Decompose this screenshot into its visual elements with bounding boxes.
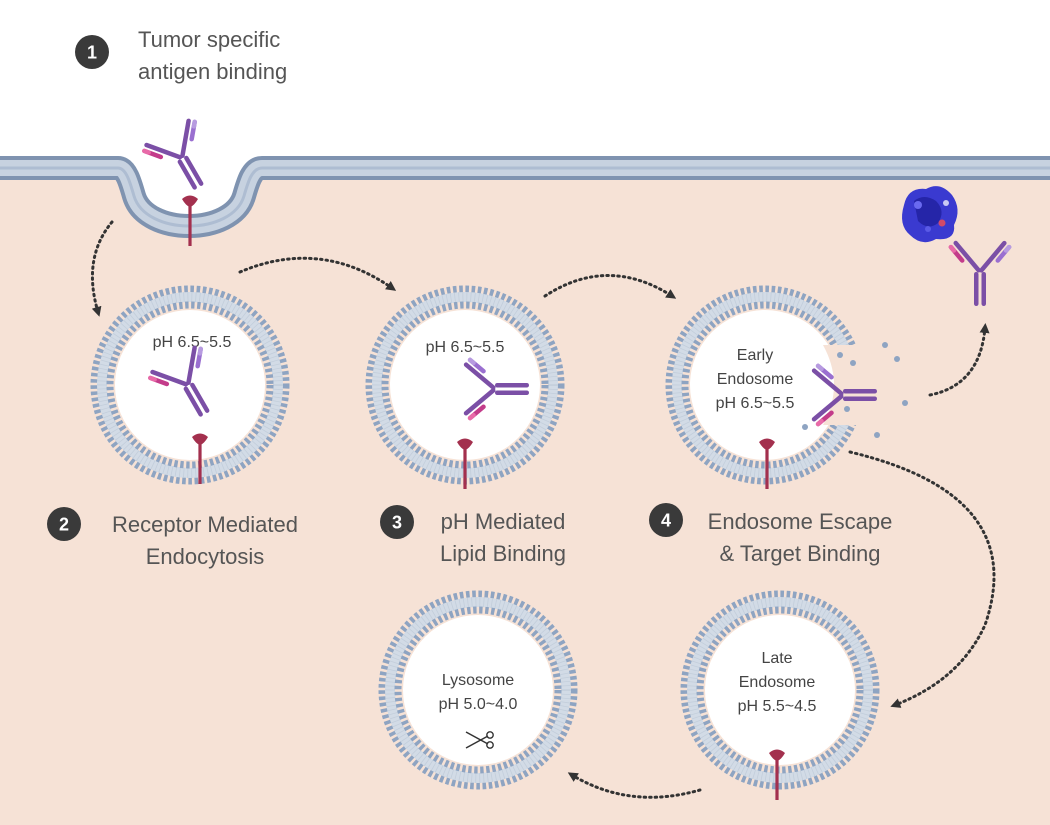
step-4: 4 Endosome Escape & Target Binding — [649, 503, 892, 566]
target-binding — [902, 186, 1013, 306]
step-number: 4 — [661, 511, 671, 531]
step-title-line2: Endocytosis — [146, 544, 265, 569]
target-protein-icon — [902, 186, 958, 243]
arrow-to-lysosome — [567, 772, 702, 799]
arrow-to-target — [928, 323, 990, 397]
step-number-badge — [47, 507, 81, 541]
vesicle-label-line2: Endosome — [739, 674, 816, 691]
step-number-badge — [75, 35, 109, 69]
vesicle-ph-label: pH 5.5~4.5 — [738, 698, 817, 715]
pathway-arrows — [91, 220, 996, 799]
step-title-line1: Receptor Mediated — [112, 512, 298, 537]
step-title-line1: Endosome Escape — [708, 509, 893, 534]
vesicle-label-line1: Late — [761, 650, 792, 667]
arrow-endocytosis — [91, 220, 114, 317]
step-1: 1 Tumor specific antigen binding — [75, 27, 287, 84]
vesicle-receptor-endocytosis: pH 6.5~5.5 — [94, 289, 286, 484]
step-title-line2: antigen binding — [138, 59, 287, 84]
vesicle-label-line2: Endosome — [717, 371, 794, 388]
vesicle-lysosome: Lysosome pH 5.0~4.0 — [382, 594, 574, 786]
step-number-badge — [649, 503, 683, 537]
vesicle-early-endosome: Early Endosome pH 6.5~5.5 — [669, 289, 908, 489]
vesicle-lipid-binding: pH 6.5~5.5 — [369, 289, 561, 489]
vesicle-ph-label: pH 6.5~5.5 — [716, 395, 795, 412]
step-title-line2: & Target Binding — [719, 541, 880, 566]
step-number-badge — [380, 505, 414, 539]
scissors-icon — [465, 731, 494, 749]
step-2: 2 Receptor Mediated Endocytosis — [47, 507, 298, 569]
step-title-line2: Lipid Binding — [440, 541, 566, 566]
arrow-to-early-endosome — [543, 274, 677, 299]
vesicle-ph-label: pH 6.5~5.5 — [153, 334, 232, 351]
step-3: 3 pH Mediated Lipid Binding — [380, 505, 566, 566]
step-title-line1: pH Mediated — [441, 509, 566, 534]
step-title-line1: Tumor specific — [138, 27, 280, 52]
vesicle-ph-label: pH 6.5~5.5 — [426, 339, 505, 356]
membrane-disruption — [823, 345, 873, 425]
vesicle-late-endosome: Late Endosome pH 5.5~4.5 — [684, 594, 876, 800]
vesicle-ph-label: pH 5.0~4.0 — [439, 696, 518, 713]
vesicle-label-line1: Lysosome — [442, 672, 514, 689]
step-number: 1 — [87, 43, 97, 63]
step-number: 3 — [392, 513, 402, 533]
arrow-to-lipid-binding — [238, 256, 397, 291]
vesicle-label-line1: Early — [737, 347, 773, 364]
arrow-to-late-endosome — [848, 450, 996, 708]
step-number: 2 — [59, 515, 69, 535]
